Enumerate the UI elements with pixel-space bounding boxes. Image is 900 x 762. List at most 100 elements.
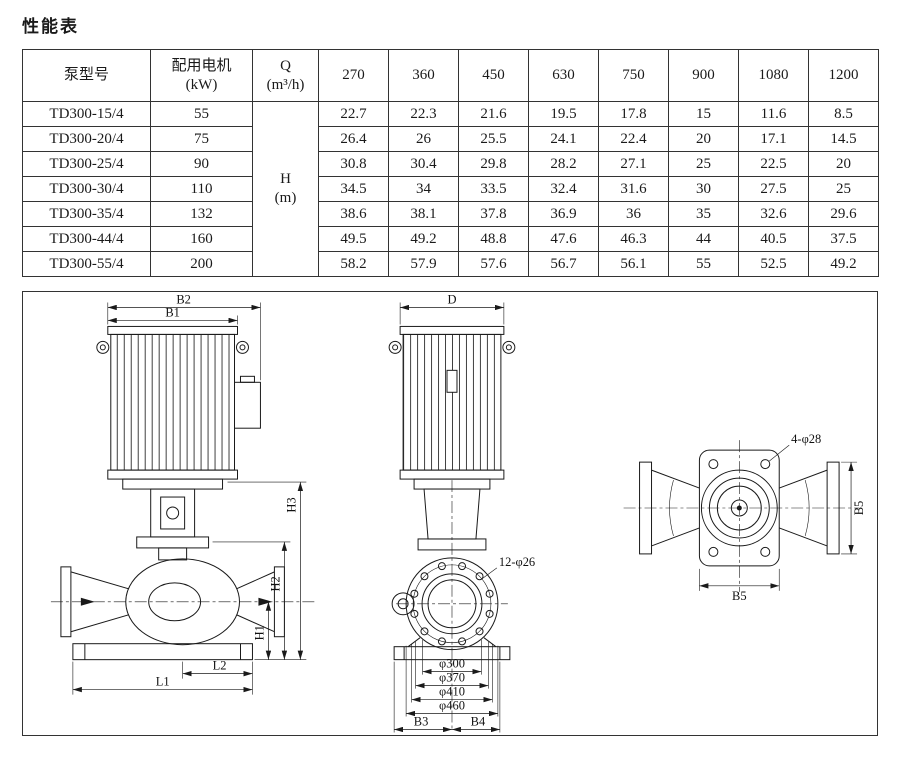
dim-label-dia300: φ300 [439, 657, 465, 671]
head-value-cell: 37.5 [808, 226, 879, 252]
head-value-cell: 57.6 [458, 251, 529, 277]
dim-label-b1: B1 [165, 305, 180, 319]
motor-power-cell: 110 [150, 176, 253, 202]
head-value-cell: 57.9 [388, 251, 459, 277]
head-value-cell: 37.8 [458, 201, 529, 227]
motor-top-cap [399, 325, 505, 335]
head-value-cell: 44 [668, 226, 739, 252]
dim-label-dia370: φ370 [439, 671, 465, 685]
corner-hole [708, 459, 719, 470]
head-value-cell: 29.8 [458, 151, 529, 177]
head-value-cell: 8.5 [808, 101, 879, 127]
discharge-neck [158, 547, 188, 561]
pump-model-cell: TD300-55/4 [22, 251, 151, 277]
head-value-cell: 27.5 [738, 176, 809, 202]
motor-flange [122, 478, 224, 490]
head-value-cell: 27.1 [598, 151, 669, 177]
page-title: 性能表 [22, 17, 79, 36]
motor-power-cell: 75 [150, 126, 253, 152]
head-unit-line2: (m) [274, 190, 297, 206]
head-value-cell: 55 [668, 251, 739, 277]
motor-power-cell: 200 [150, 251, 253, 277]
pump-model-cell: TD300-15/4 [22, 101, 151, 127]
dimension-drawing: B2 B1 H3 H2 H1 L2 L1 [22, 291, 878, 736]
dim-label-l1: L1 [156, 675, 170, 689]
flange-raised-face [421, 573, 483, 635]
pump-model-cell: TD300-25/4 [22, 151, 151, 177]
head-value-cell: 26 [388, 126, 459, 152]
head-value-cell: 52.5 [738, 251, 809, 277]
lifting-lug [236, 340, 249, 354]
head-value-cell: 46.3 [598, 226, 669, 252]
dim-label-d: D [447, 292, 456, 306]
head-value-cell: 25 [808, 176, 879, 202]
motor-nameplate [446, 369, 458, 393]
dim-label-b5-bottom: B5 [732, 589, 747, 603]
head-value-cell: 56.1 [598, 251, 669, 277]
flow-column-header: 270 [318, 49, 389, 102]
dim-label-l2: L2 [213, 659, 227, 673]
terminal-box-cap [239, 375, 255, 383]
head-unit-line1: H [280, 171, 291, 188]
head-value-cell: 28.2 [528, 151, 599, 177]
pump-side-view: B2 B1 H3 H2 H1 L2 L1 [50, 292, 315, 695]
head-value-cell: 25 [668, 151, 739, 177]
corner-hole [760, 546, 771, 557]
dim-label-b2: B2 [176, 292, 191, 306]
dim-label-h3: H3 [284, 497, 298, 512]
bolt-callout-top: 4-φ28 [791, 432, 821, 446]
head-value-cell: 38.1 [388, 201, 459, 227]
head-value-cell: 32.4 [528, 176, 599, 202]
motor-power-cell: 90 [150, 151, 253, 177]
head-value-cell: 30.4 [388, 151, 459, 177]
head-value-cell: 11.6 [738, 101, 809, 127]
head-value-cell: 20 [808, 151, 879, 177]
head-value-cell: 35 [668, 201, 739, 227]
flow-header-line2: (m³/h) [266, 76, 305, 93]
corner-hole [760, 459, 771, 470]
dim-label-h1: H1 [252, 625, 266, 640]
head-value-cell: 21.6 [458, 101, 529, 127]
head-value-cell: 24.1 [528, 126, 599, 152]
head-value-cell: 49.2 [388, 226, 459, 252]
motor-header-line1: 配用电机 [171, 57, 232, 74]
pump-model-cell: TD300-30/4 [22, 176, 151, 202]
head-value-cell: 34.5 [318, 176, 389, 202]
pump-drawing-svg: B2 B1 H3 H2 H1 L2 L1 [50, 292, 866, 733]
pump-model-cell: TD300-35/4 [22, 201, 151, 227]
pump-model-cell: TD300-20/4 [22, 126, 151, 152]
head-value-cell: 58.2 [318, 251, 389, 277]
base-plate [72, 643, 253, 661]
lifting-lug [388, 340, 402, 354]
motor-top-cap [107, 325, 238, 335]
head-value-cell: 26.4 [318, 126, 389, 152]
corner-hole [708, 546, 719, 557]
flow-arrow [258, 597, 273, 606]
head-value-cell: 32.6 [738, 201, 809, 227]
motor-power-cell: 55 [150, 101, 253, 127]
head-value-cell: 17.8 [598, 101, 669, 127]
head-value-cell: 22.3 [388, 101, 459, 127]
lifting-lug [502, 340, 516, 354]
head-value-cell: 36.9 [528, 201, 599, 227]
dim-label-b5-side: B5 [852, 501, 866, 516]
head-value-cell: 48.8 [458, 226, 529, 252]
dim-label-b4: B4 [471, 715, 486, 729]
head-value-cell: 25.5 [458, 126, 529, 152]
lifting-lug [96, 340, 110, 354]
pump-top-flange [136, 536, 210, 549]
flow-column-header: 360 [388, 49, 459, 102]
head-value-cell: 56.7 [528, 251, 599, 277]
head-value-cell: 14.5 [808, 126, 879, 152]
pump-front-view: D 12-φ26 φ300 φ370 φ410 φ460 B3 B4 [388, 292, 535, 733]
motor-column-header: 配用电机 (kW) [150, 49, 253, 102]
head-value-cell: 30 [668, 176, 739, 202]
dim-label-dia460: φ460 [439, 699, 465, 713]
